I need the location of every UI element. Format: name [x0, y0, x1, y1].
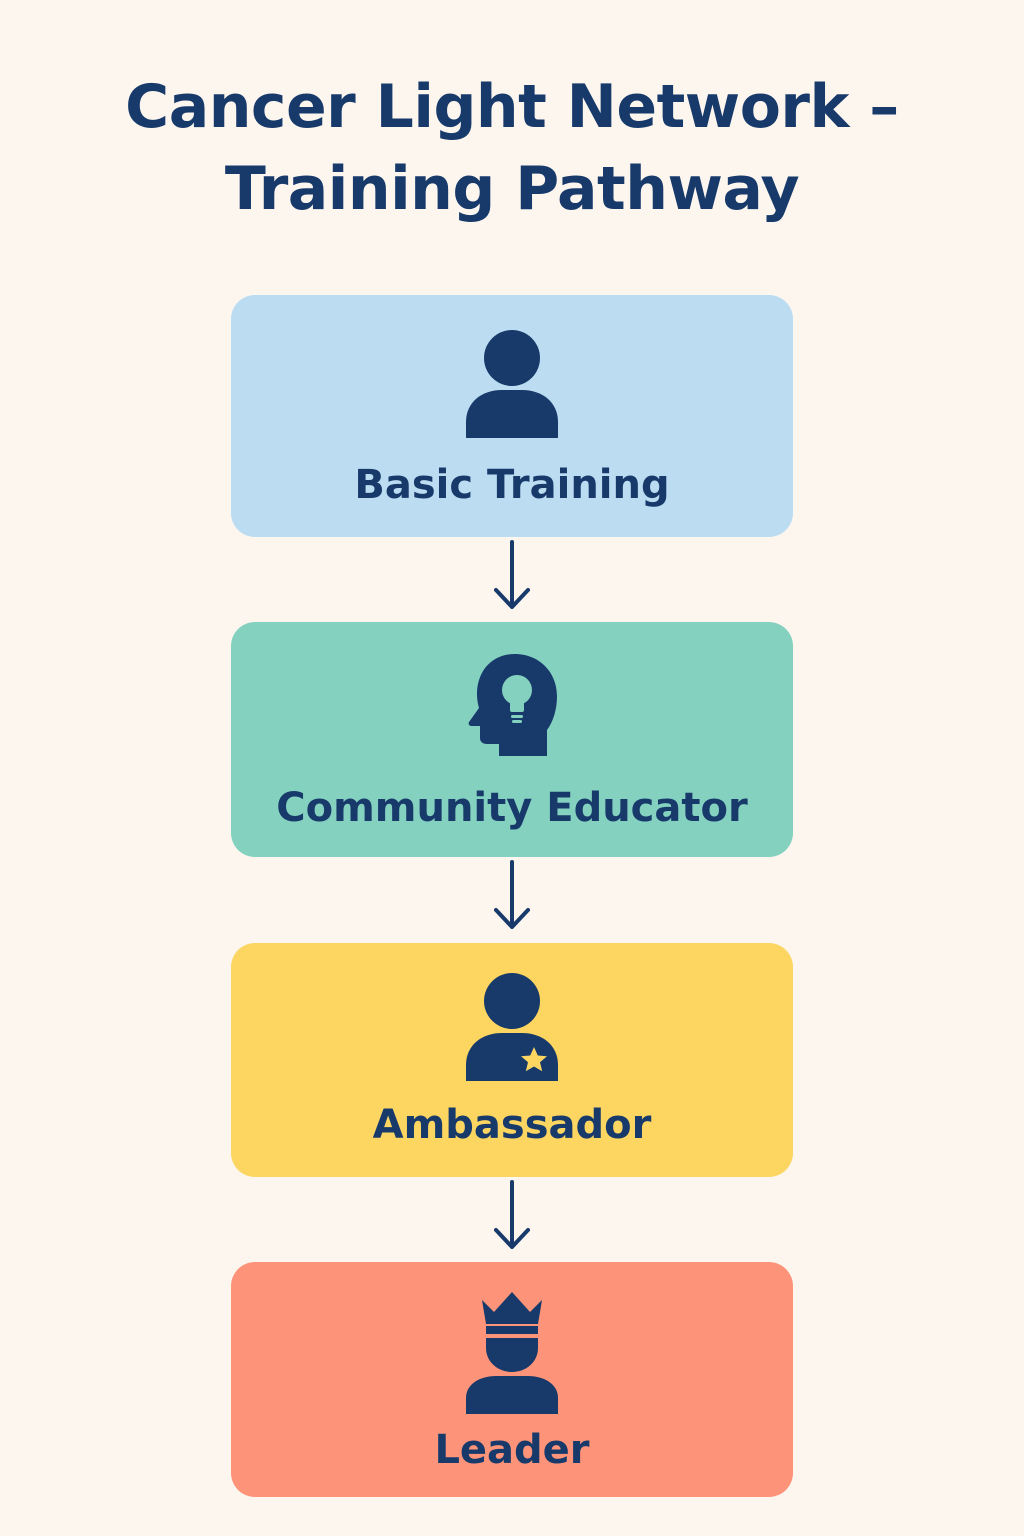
- head-lightbulb-icon: [231, 652, 793, 756]
- stage-label: Community Educator: [276, 785, 748, 831]
- stage-label: Basic Training: [354, 462, 670, 508]
- stage-basic-training: Basic Training: [231, 295, 793, 537]
- person-icon: [231, 330, 793, 438]
- stage-community-educator: Community Educator: [231, 622, 793, 857]
- title-line-1: Cancer Light Network –: [125, 72, 899, 142]
- page-title: Cancer Light Network – Training Pathway: [0, 66, 1024, 230]
- stage-label: Leader: [434, 1427, 590, 1473]
- stage-label: Ambassador: [372, 1102, 652, 1148]
- title-line-2: Training Pathway: [224, 154, 800, 224]
- stage-leader: Leader: [231, 1262, 793, 1497]
- arrow-down-icon: [494, 860, 530, 929]
- person-crown-icon: [231, 1290, 793, 1414]
- stage-ambassador: Ambassador: [231, 943, 793, 1177]
- arrow-down-icon: [494, 540, 530, 609]
- person-star-icon: [231, 973, 793, 1081]
- arrow-down-icon: [494, 1180, 530, 1249]
